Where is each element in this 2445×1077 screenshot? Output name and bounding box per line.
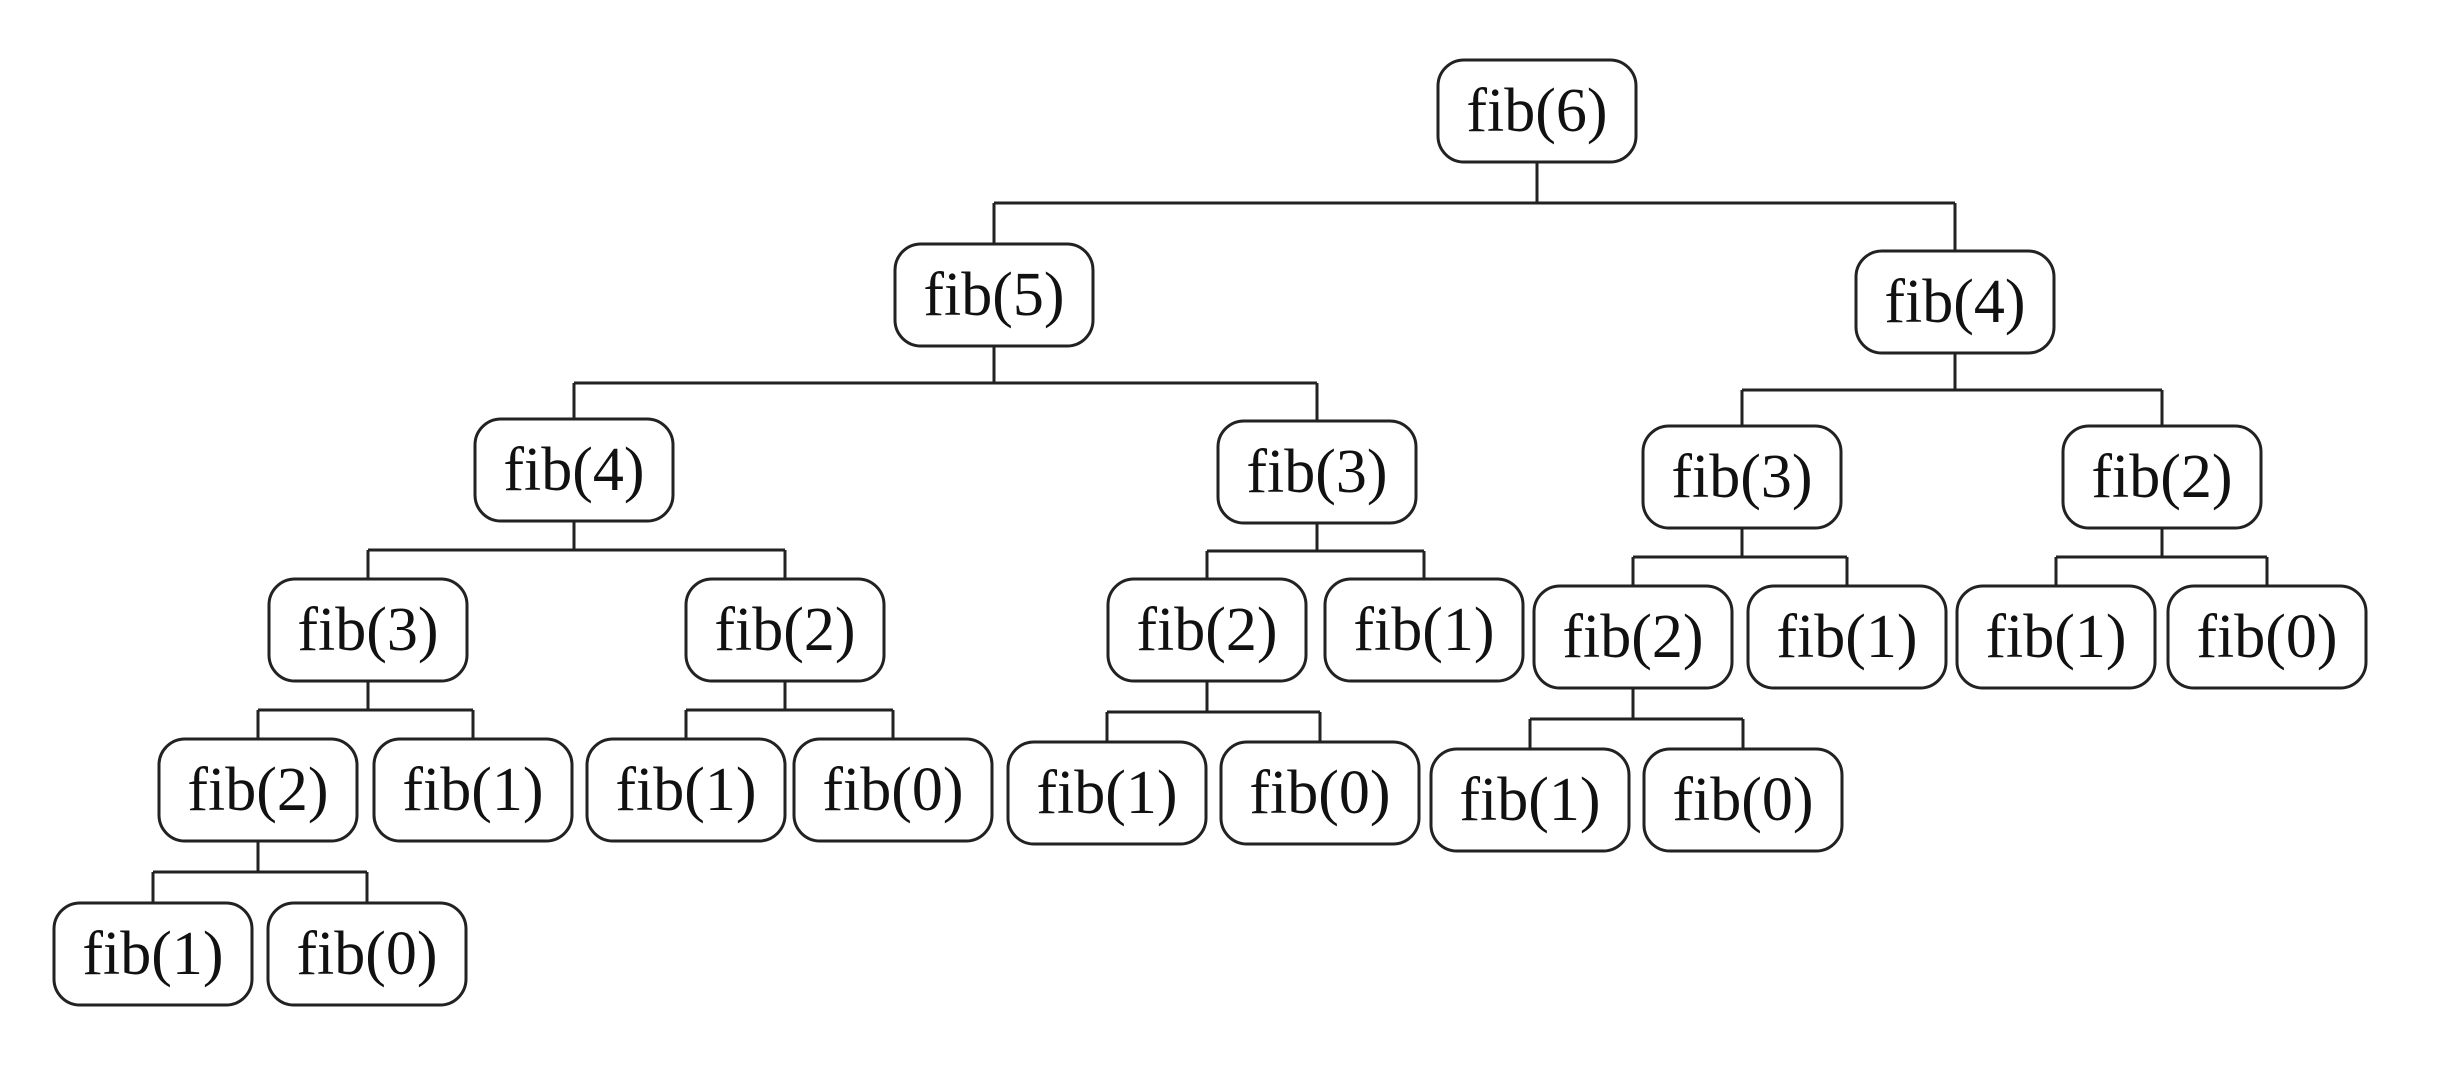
node-label: fib(2) — [714, 596, 855, 664]
node-label: fib(3) — [297, 596, 438, 664]
tree-node: fib(6) — [1436, 58, 1638, 164]
node-label: fib(3) — [1246, 438, 1387, 506]
tree-node: fib(0) — [1219, 740, 1421, 846]
node-label: fib(1) — [82, 920, 223, 988]
node-box — [1106, 577, 1308, 683]
tree-node: fib(3) — [267, 577, 469, 683]
tree-node: fib(3) — [1641, 424, 1843, 530]
tree-node: fib(2) — [1106, 577, 1308, 683]
tree-edge — [256, 681, 475, 739]
node-box — [266, 901, 468, 1007]
node-box — [585, 737, 787, 843]
node-label: fib(1) — [1353, 596, 1494, 664]
tree-node: fib(2) — [1532, 584, 1734, 690]
tree-node: fib(5) — [893, 242, 1095, 348]
tree-node: fib(0) — [266, 901, 468, 1007]
node-label: fib(0) — [822, 756, 963, 824]
node-label: fib(1) — [615, 756, 756, 824]
tree-nodes: fib(6) fib(5) fib(4) fib(3) fib(2) fib(1) fib(… — [52, 58, 2368, 1007]
tree-edge — [1740, 353, 2164, 426]
tree-node: fib(4) — [473, 417, 675, 523]
tree-node: fib(1) — [1429, 747, 1631, 853]
node-label: fib(1) — [1985, 603, 2126, 671]
tree-edge — [572, 346, 1319, 421]
tree-edge — [2054, 528, 2269, 586]
node-box — [473, 417, 675, 523]
node-label: fib(1) — [1036, 759, 1177, 827]
tree-edge — [366, 521, 787, 579]
node-box — [1746, 584, 1948, 690]
node-box — [893, 242, 1095, 348]
node-label: fib(2) — [2091, 443, 2232, 511]
node-label: fib(0) — [1672, 766, 1813, 834]
node-box — [267, 577, 469, 683]
tree-node: fib(1) — [585, 737, 787, 843]
node-box — [1854, 249, 2056, 355]
tree-node: fib(0) — [792, 737, 994, 843]
tree-node: fib(0) — [1642, 747, 1844, 853]
node-box — [1006, 740, 1208, 846]
tree-edge — [992, 162, 1957, 251]
node-box — [792, 737, 994, 843]
tree-node: fib(3) — [1216, 419, 1418, 525]
node-box — [1436, 58, 1638, 164]
tree-node: fib(1) — [1323, 577, 1525, 683]
node-label: fib(5) — [923, 261, 1064, 329]
tree-node: fib(1) — [52, 901, 254, 1007]
node-box — [157, 737, 359, 843]
node-label: fib(3) — [1671, 443, 1812, 511]
node-box — [1323, 577, 1525, 683]
tree-node: fib(1) — [1955, 584, 2157, 690]
tree-node: fib(2) — [157, 737, 359, 843]
node-label: fib(0) — [1249, 759, 1390, 827]
tree-node: fib(1) — [1746, 584, 1948, 690]
node-box — [1642, 747, 1844, 853]
tree-node: fib(1) — [1006, 740, 1208, 846]
node-label: fib(1) — [402, 756, 543, 824]
node-label: fib(2) — [1136, 596, 1277, 664]
node-label: fib(0) — [296, 920, 437, 988]
node-box — [1216, 419, 1418, 525]
tree-node: fib(4) — [1854, 249, 2056, 355]
node-box — [2061, 424, 2263, 530]
tree-edge — [684, 681, 895, 739]
tree-node: fib(1) — [372, 737, 574, 843]
node-box — [1955, 584, 2157, 690]
node-box — [372, 737, 574, 843]
node-label: fib(4) — [1884, 268, 2025, 336]
tree-node: fib(2) — [2061, 424, 2263, 530]
node-box — [52, 901, 254, 1007]
node-label: fib(0) — [2196, 603, 2337, 671]
tree-edge — [1528, 688, 1745, 749]
tree-node: fib(2) — [684, 577, 886, 683]
node-label: fib(6) — [1466, 77, 1607, 145]
tree-edges — [151, 162, 2269, 903]
node-label: fib(4) — [503, 436, 644, 504]
node-box — [1219, 740, 1421, 846]
node-label: fib(1) — [1459, 766, 1600, 834]
tree-edge — [1631, 528, 1849, 586]
tree-edge — [151, 841, 369, 903]
node-label: fib(2) — [1562, 603, 1703, 671]
node-box — [2166, 584, 2368, 690]
node-box — [1429, 747, 1631, 853]
node-label: fib(2) — [187, 756, 328, 824]
node-box — [1532, 584, 1734, 690]
node-box — [1641, 424, 1843, 530]
node-label: fib(1) — [1776, 603, 1917, 671]
tree-node: fib(0) — [2166, 584, 2368, 690]
tree-edge — [1105, 681, 1322, 742]
tree-edge — [1205, 523, 1426, 579]
node-box — [684, 577, 886, 683]
